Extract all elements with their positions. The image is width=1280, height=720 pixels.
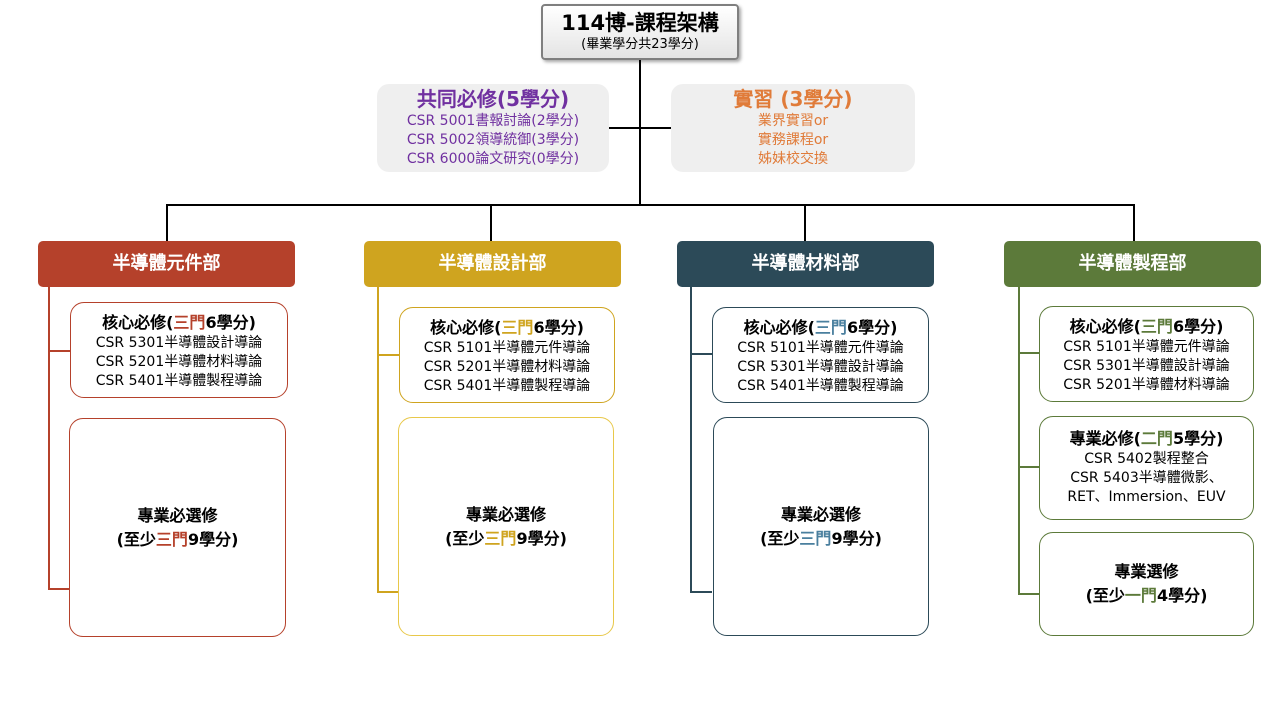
elective-card: 專業必選修 (至少三門9學分) — [713, 417, 929, 636]
elective-card: 專業選修 (至少一門4學分) — [1039, 532, 1254, 636]
course-line: CSR 5402製程整合 — [1084, 451, 1209, 467]
elective-credits: (至少一門4學分) — [1085, 586, 1208, 605]
core-required-card: 核心必修(三門6學分) CSR 5301半導體設計導論 CSR 5201半導體材… — [70, 302, 288, 398]
connector-drop-3 — [804, 204, 806, 241]
branch-line — [48, 287, 50, 590]
elective-card: 專業必選修 (至少三門9學分) — [69, 418, 286, 637]
course-line: RET、Immersion、EUV — [1067, 489, 1226, 505]
common-required-line: CSR 6000論文研究(0學分) — [406, 151, 580, 167]
dept-header-material: 半導體材料部 — [677, 241, 934, 287]
branch-line — [377, 591, 398, 593]
internship-heading: 實習 (3學分) — [733, 87, 853, 111]
course-line: CSR 5301半導體設計導論 — [737, 359, 904, 375]
course-line: CSR 5201半導體材料導論 — [423, 359, 591, 375]
elective-credits: (至少三門9學分) — [116, 529, 239, 549]
elective-heading: 專業必選修 — [780, 504, 861, 524]
course-line: CSR 5101半導體元件導論 — [1063, 339, 1230, 355]
branch-line — [377, 287, 379, 593]
course-line: CSR 5401半導體製程導論 — [95, 373, 263, 389]
branch-line — [48, 588, 69, 590]
professional-required-heading: 專業必修(二門5學分) — [1069, 429, 1224, 448]
professional-required-card: 專業必修(二門5學分) CSR 5402製程整合 CSR 5403半導體微影、 … — [1039, 416, 1254, 520]
core-required-card: 核心必修(三門6學分) CSR 5101半導體元件導論 CSR 5201半導體材… — [399, 307, 615, 403]
course-line: CSR 5201半導體材料導論 — [1063, 377, 1230, 393]
course-line: CSR 5401半導體製程導論 — [423, 378, 591, 394]
connector-side — [609, 127, 671, 129]
common-required-line: CSR 5001書報討論(2學分) — [406, 113, 580, 129]
page-subtitle: (畢業學分共23學分) — [581, 37, 699, 52]
connector-drop-1 — [166, 204, 168, 241]
dept-name: 半導體材料部 — [751, 253, 860, 274]
branch-line — [690, 353, 712, 355]
branch-line — [48, 350, 70, 352]
common-required-line: CSR 5002領導統御(3學分) — [406, 132, 580, 148]
dept-name: 半導體設計部 — [438, 253, 547, 274]
core-required-heading: 核心必修(三門6學分) — [1069, 317, 1224, 336]
page-title: 114博-課程架構 — [561, 11, 719, 35]
branch-line — [690, 287, 692, 593]
elective-heading: 專業必選修 — [465, 504, 546, 524]
branch-line — [1018, 466, 1039, 468]
elective-heading: 專業選修 — [1114, 562, 1179, 581]
dept-name: 半導體製程部 — [1078, 253, 1187, 274]
branch-line — [377, 354, 399, 356]
course-line: CSR 5101半導體元件導論 — [737, 340, 904, 356]
core-required-heading: 核心必修(三門6學分) — [430, 318, 584, 337]
branch-line — [690, 591, 712, 593]
course-line: CSR 5401半導體製程導論 — [737, 378, 904, 394]
connector-trunk — [639, 60, 641, 206]
branch-line — [1018, 593, 1039, 595]
dept-header-device: 半導體元件部 — [38, 241, 295, 287]
course-line: CSR 5201半導體材料導論 — [95, 354, 263, 370]
title-box: 114博-課程架構 (畢業學分共23學分) — [541, 4, 739, 60]
common-required-box: 共同必修(5學分) CSR 5001書報討論(2學分) CSR 5002領導統御… — [377, 84, 609, 172]
branch-line — [1018, 352, 1039, 354]
course-line: CSR 5301半導體設計導論 — [95, 335, 263, 351]
elective-heading: 專業必選修 — [137, 505, 218, 525]
dept-header-process: 半導體製程部 — [1004, 241, 1261, 287]
branch-line — [1018, 287, 1020, 595]
core-required-heading: 核心必修(三門6學分) — [743, 318, 898, 337]
elective-credits: (至少三門9學分) — [445, 528, 567, 548]
core-required-card: 核心必修(三門6學分) CSR 5101半導體元件導論 CSR 5301半導體設… — [1039, 306, 1254, 402]
internship-line: 實務課程or — [757, 132, 829, 148]
dept-header-design: 半導體設計部 — [364, 241, 621, 287]
internship-line: 姊妹校交換 — [758, 151, 828, 167]
course-line: CSR 5403半導體微影、 — [1070, 470, 1223, 486]
core-required-card: 核心必修(三門6學分) CSR 5101半導體元件導論 CSR 5301半導體設… — [712, 307, 929, 403]
core-required-heading: 核心必修(三門6學分) — [102, 313, 256, 332]
dept-name: 半導體元件部 — [112, 253, 221, 274]
elective-credits: (至少三門9學分) — [760, 528, 882, 548]
elective-card: 專業必選修 (至少三門9學分) — [398, 417, 614, 636]
connector-bus — [166, 204, 1135, 206]
internship-line: 業界實習or — [757, 113, 829, 129]
course-line: CSR 5301半導體設計導論 — [1063, 358, 1230, 374]
common-required-heading: 共同必修(5學分) — [416, 87, 570, 111]
connector-drop-2 — [490, 204, 492, 241]
connector-drop-4 — [1133, 204, 1135, 241]
internship-box: 實習 (3學分) 業界實習or 實務課程or 姊妹校交換 — [671, 84, 915, 172]
course-line: CSR 5101半導體元件導論 — [423, 340, 591, 356]
